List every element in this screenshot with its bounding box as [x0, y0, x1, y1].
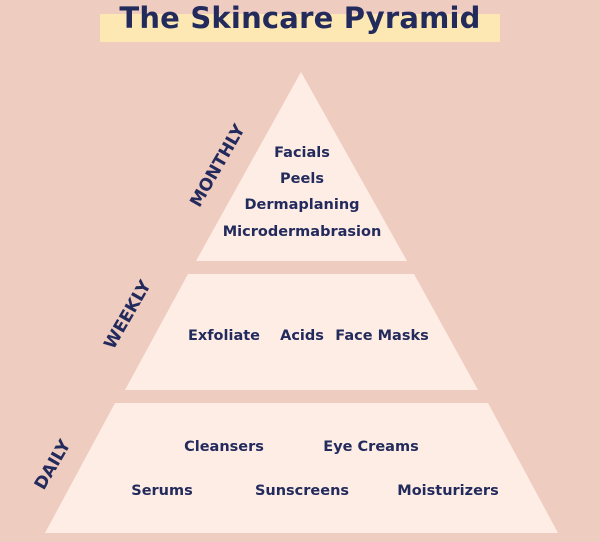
tier-item: Peels [280, 171, 324, 187]
title-highlight [100, 14, 500, 42]
page-title: The Skincare Pyramid [119, 1, 481, 35]
tier-item: Cleansers [184, 439, 264, 455]
tier-item: Moisturizers [397, 483, 499, 499]
tier-item: Facials [274, 145, 330, 161]
tier-item: Acids [280, 328, 324, 344]
tier-item: Dermaplaning [244, 197, 360, 213]
tier-weekly-shape [125, 274, 478, 390]
tier-item: Sunscreens [254, 483, 350, 499]
tier-item: Serums [131, 483, 193, 499]
tier-monthly-shape [196, 72, 407, 261]
tier-daily-shape [45, 403, 558, 533]
tier-item: Microdermabrasion [222, 224, 382, 240]
tier-item: Exfoliate [187, 328, 261, 344]
tier-item: Eye Creams [323, 439, 419, 455]
tier-item: Face Masks [335, 328, 429, 344]
